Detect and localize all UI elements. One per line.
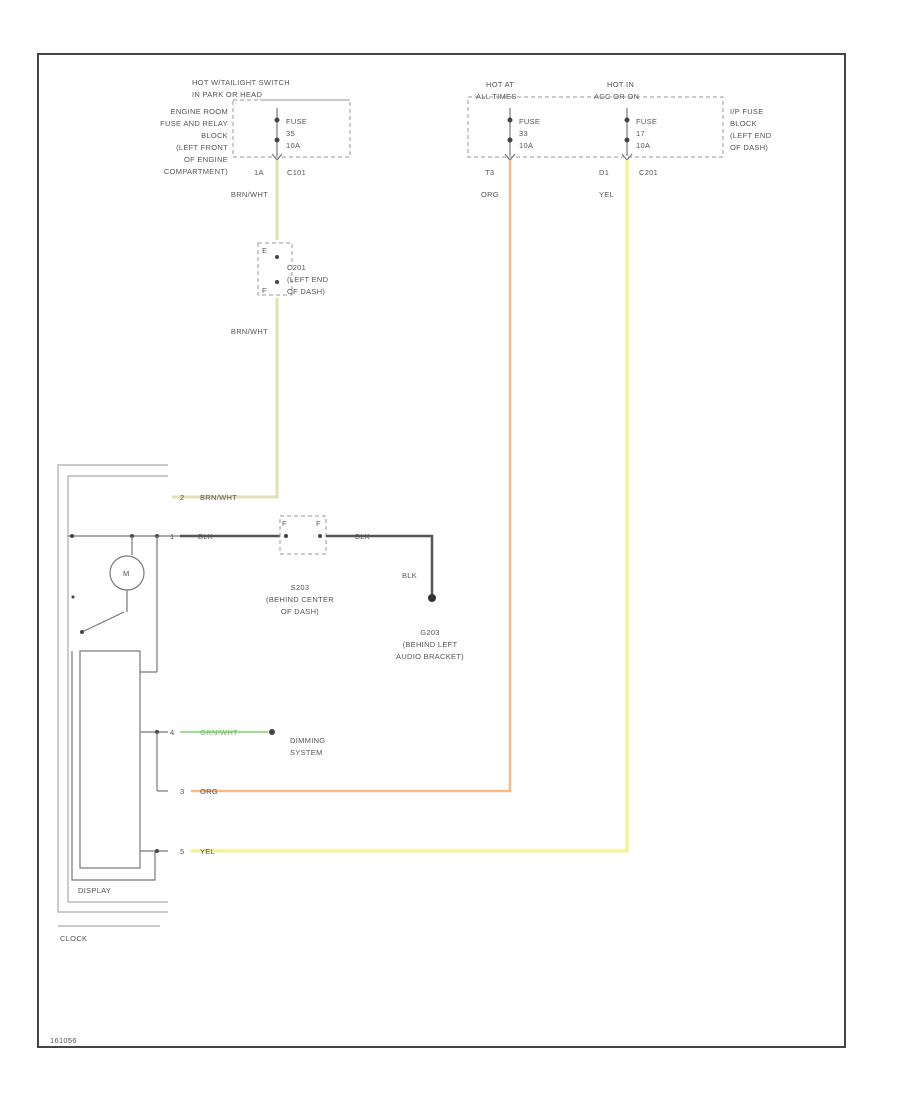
lamp-symbol-label: M: [123, 569, 130, 578]
s203-desc-3: OF DASH): [281, 607, 319, 616]
clock-yel-label: YEL: [200, 847, 215, 856]
left-fuse-rating: 10A: [286, 141, 300, 150]
right-fuse-terminal-bottom: [624, 137, 630, 143]
middle-fuse-label: FUSE: [519, 117, 540, 126]
ground-g203-terminal: [428, 594, 436, 602]
clock-assembly: CLOCK 2 BRN/WHT 1 M DISPLAY 4 GRN/WHT DI…: [57, 464, 325, 943]
clock-pin-3: 3: [180, 787, 184, 796]
left-block-desc-5: OF ENGINE: [184, 155, 228, 164]
left-block-desc-1: ENGINE ROOM: [171, 107, 228, 116]
g203-desc-2: (BEHIND LEFT: [403, 640, 458, 649]
left-block-desc-4: (LEFT FRONT: [176, 143, 228, 152]
blk-label-2: BLK: [355, 532, 370, 541]
org-wire: [191, 160, 512, 793]
g203-desc-3: AUDIO BRACKET): [396, 652, 464, 661]
right-wire-color-label: YEL: [599, 190, 614, 199]
clock-housing: [57, 464, 168, 913]
clock-pin-2: 2: [180, 493, 184, 502]
c201-terminal-bottom: [275, 280, 279, 284]
c201-pin-bottom: F: [262, 286, 267, 295]
s203-pin-left: F: [282, 519, 287, 528]
clock-pin-1: 1: [170, 532, 174, 541]
middle-fuse-terminal-top: [507, 117, 513, 123]
left-block-desc-6: COMPARTMENT): [164, 167, 228, 176]
footer-id: 161056: [50, 1036, 77, 1045]
middle-fuse-number: 33: [519, 129, 528, 138]
c201-pin-top: E: [262, 246, 267, 255]
c201-wire-color-label: BRN/WHT: [231, 327, 268, 336]
right-fuse-rating: 10A: [636, 141, 650, 150]
left-hot-label: HOT W/TAILIGHT SWITCH: [192, 78, 290, 87]
middle-fuse-rating: 10A: [519, 141, 533, 150]
left-wire-color-label: BRN/WHT: [231, 190, 268, 199]
right-fuse-terminal-top: [624, 117, 630, 123]
middle-wire-color-label: ORG: [481, 190, 499, 199]
left-connector-label: C101: [287, 168, 306, 177]
ip-fuse-block: HOT AT ALL TIMES HOT IN ACC OR ON FUSE 3…: [467, 80, 772, 199]
c201-desc-2: (LEFT END: [287, 275, 329, 284]
g203-desc-1: G203: [420, 628, 440, 637]
clock-pin-5: 5: [180, 847, 184, 856]
display-label: DISPLAY: [78, 886, 111, 895]
left-fuse-terminal-top: [274, 117, 280, 123]
c201-box: [257, 242, 293, 296]
middle-fuse-terminal-bottom: [507, 137, 513, 143]
left-pin-label: 1A: [254, 168, 264, 177]
left-fuse-number: 35: [286, 129, 295, 138]
s203-desc-1: S203: [291, 583, 310, 592]
s203-pin-right: F: [316, 519, 321, 528]
blk-wire-splice-to-ground: [326, 534, 434, 598]
right-block-desc-3: (LEFT END: [730, 131, 772, 140]
clock-grn-wht-label: GRN/WHT: [200, 728, 238, 737]
right-fuse-number: 17: [636, 129, 645, 138]
middle-pin-label: T3: [485, 168, 494, 177]
brn-wht-wire: [191, 160, 279, 499]
left-fuse-label: FUSE: [286, 117, 307, 126]
right-pin-label: D1: [599, 168, 609, 177]
right-block-desc-1: I/P FUSE: [730, 107, 764, 116]
left-fuse-terminal-bottom: [274, 137, 280, 143]
clock-brn-wht-label: BRN/WHT: [200, 493, 237, 502]
dimming-label-1: DIMMING: [290, 736, 325, 745]
right-hot-label: HOT IN: [607, 80, 634, 89]
middle-hot-label: HOT AT: [486, 80, 514, 89]
c201-terminal-top: [275, 255, 279, 259]
engine-room-fuse-block: HOT W/TAILIGHT SWITCH IN PARK OR HEAD EN…: [160, 78, 351, 199]
right-block-desc-2: BLOCK: [730, 119, 757, 128]
switch-arm: [81, 611, 125, 633]
ground-circuit: BLK F F BLK S203 (BEHIND CENTER OF DASH)…: [180, 515, 464, 661]
right-hot-sub: ACC OR ON: [594, 92, 639, 101]
c201-desc-1: C201: [287, 263, 306, 272]
left-block-desc-2: FUSE AND RELAY: [160, 119, 228, 128]
left-block-desc-3: BLOCK: [201, 131, 228, 140]
clock-org-label: ORG: [200, 787, 218, 796]
blk-label-1: BLK: [198, 532, 213, 541]
s203-desc-2: (BEHIND CENTER: [266, 595, 334, 604]
diagram-frame: [37, 53, 846, 1048]
dimming-terminal: [269, 729, 275, 735]
right-connector-label: C201: [639, 168, 658, 177]
ip-fuse-box: [467, 96, 724, 158]
clock-pin-4: 4: [170, 728, 174, 737]
middle-hot-sub: ALL TIMES: [476, 92, 517, 101]
c201-connector: E F C201 (LEFT END OF DASH) BRN/WHT: [231, 242, 329, 336]
right-fuse-label: FUSE: [636, 117, 657, 126]
left-hot-sub: IN PARK OR HEAD: [192, 90, 262, 99]
right-block-desc-4: OF DASH): [730, 143, 768, 152]
dimming-label-2: SYSTEM: [290, 748, 323, 757]
c201-desc-3: OF DASH): [287, 287, 325, 296]
ground-wire-label: BLK: [402, 571, 417, 580]
yel-wire: [191, 160, 629, 853]
clock-label: CLOCK: [60, 934, 87, 943]
display-box: [79, 650, 141, 869]
clock-inner-housing: [67, 475, 168, 903]
